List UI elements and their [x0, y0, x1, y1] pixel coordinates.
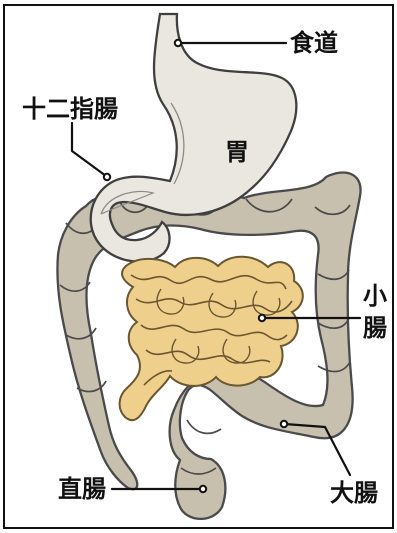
rectum-leader-dot	[200, 486, 206, 492]
large-intestine-leader-dot	[281, 421, 287, 427]
duodenum-leader	[72, 123, 106, 176]
large-intestine-label: 大腸	[330, 479, 378, 507]
esophagus-label: 食道	[290, 29, 338, 57]
stomach-label: 胃	[225, 138, 249, 166]
duodenum-leader-dot	[104, 174, 110, 180]
esophagus-leader-dot	[175, 40, 181, 46]
rectum-label: 直腸	[58, 475, 106, 503]
small-intestine-leader-dot	[259, 315, 265, 321]
small-intestine-label-line-1: 小	[363, 282, 387, 310]
duodenum-label: 十二指腸	[22, 95, 118, 123]
small-intestine-label-line-2: 腸	[363, 314, 387, 342]
sigmoid-fold-1	[187, 420, 221, 433]
